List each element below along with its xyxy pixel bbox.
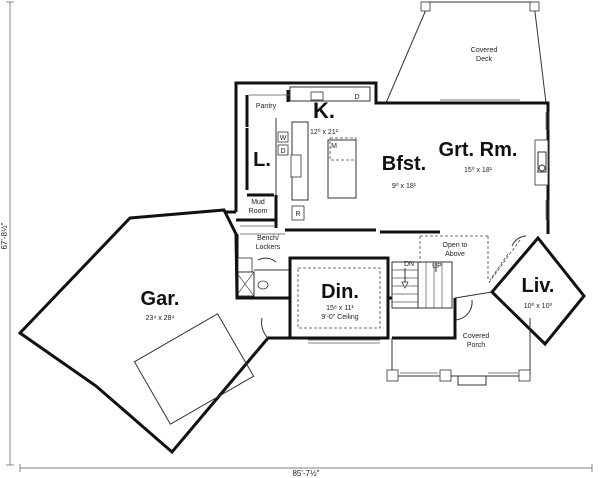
great-room-size: 15⁰ x 18¹: [464, 166, 493, 174]
dining-name: Din.: [321, 281, 359, 303]
width-dimension-line: [19, 464, 593, 472]
garage-name: Gar.: [141, 288, 180, 310]
covered-deck: [385, 1, 547, 104]
breakfast-size: 9⁰ x 18¹: [392, 182, 417, 190]
dining-ceiling-note: 9'-0" Ceiling: [321, 314, 358, 321]
covered-porch: [386, 291, 531, 386]
garage-size: 23⁴ x 28⁴: [146, 315, 175, 322]
kitchen-name: K.: [313, 98, 335, 123]
living-room: [487, 235, 586, 347]
covered-porch-label: Covered: [463, 333, 490, 340]
depth-dimension-line: [6, 1, 14, 466]
depth-dimension: 67'-8½": [0, 222, 9, 249]
bench-label-2: Lockers: [256, 244, 281, 251]
mud-room-label-2: Room: [249, 208, 268, 215]
mud-room-layout: [235, 195, 440, 297]
dryer-label: D: [280, 148, 285, 155]
fireplace: [534, 139, 549, 186]
bench-label: Bench/: [257, 235, 279, 242]
living-name: Liv.: [522, 275, 555, 297]
covered-porch-label-2: Porch: [467, 342, 485, 349]
porch-door: [454, 299, 473, 321]
width-dimension: 85'-7½": [292, 469, 319, 478]
kitchen-layout: [245, 86, 371, 224]
pantry-label: Pantry: [256, 103, 277, 110]
open-to-above-label: Open to: [443, 242, 468, 249]
mud-room-label: Mud: [251, 199, 265, 206]
open-to-above-label-2: Above: [445, 251, 465, 258]
living-door: [511, 235, 527, 247]
stair-up-label: UP: [432, 263, 442, 270]
breakfast-name: Bfst.: [382, 153, 426, 175]
covered-deck-label: Covered: [471, 47, 498, 54]
garage: [17, 208, 292, 455]
dishwasher-label: D: [354, 94, 359, 101]
dining-size: 15⁸ x 11¹: [326, 305, 354, 312]
kitchen-size: 12⁰ x 21¹: [310, 128, 339, 136]
refrigerator-label: R: [295, 211, 300, 218]
laundry-name: L.: [253, 149, 271, 171]
stairs: [391, 261, 453, 309]
microwave-label: M: [331, 143, 337, 150]
stair-down-label: DN: [404, 261, 414, 268]
great-room-windows: [545, 112, 550, 220]
open-to-above: [419, 235, 489, 280]
living-size: 10⁰ x 10⁰: [524, 302, 553, 310]
washer-label: W: [280, 135, 287, 142]
great-room-name: Grt. Rm.: [439, 139, 518, 161]
covered-deck-label-2: Deck: [476, 56, 492, 63]
